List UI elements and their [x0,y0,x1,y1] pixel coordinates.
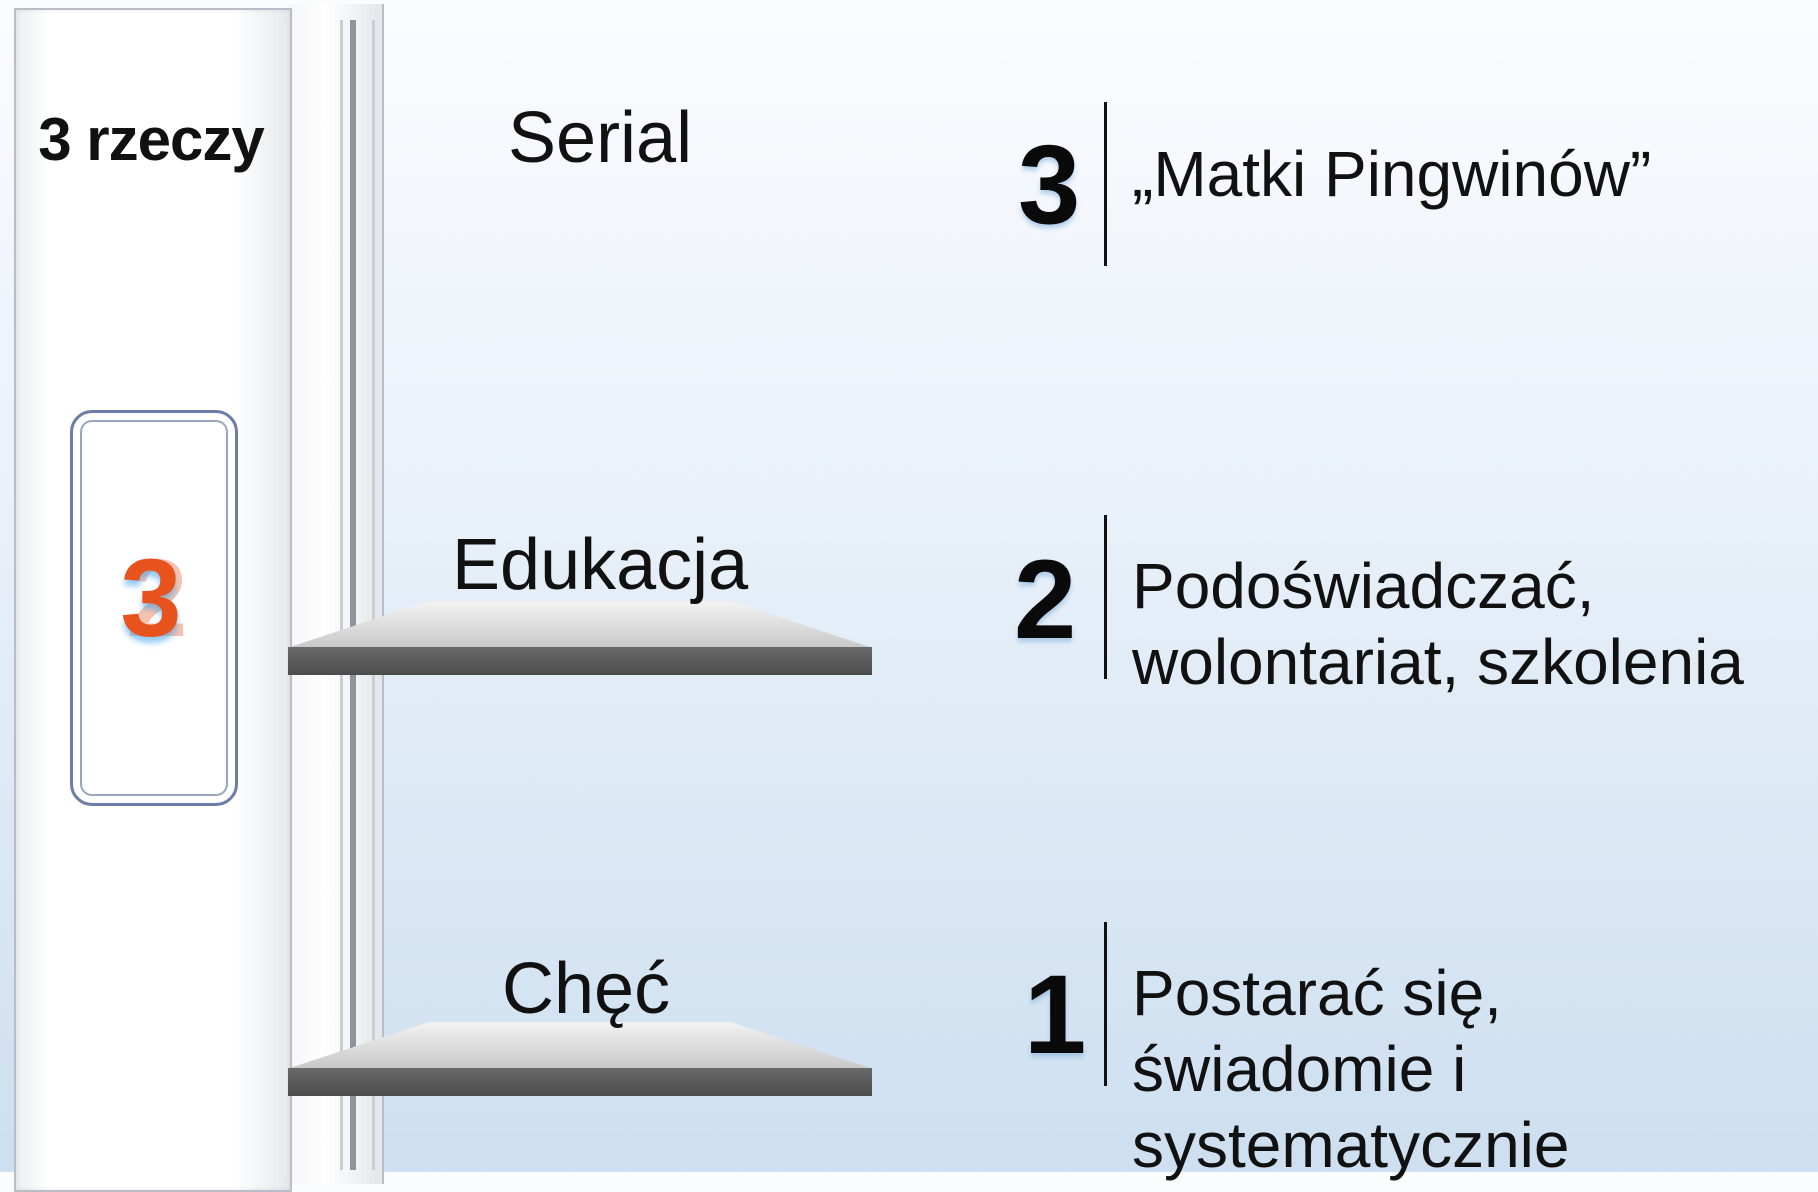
panel-side [288,4,384,1184]
counter-number: 3 [120,537,182,660]
row-text: Postarać się, świadomie i systematycznie [1132,957,1570,1181]
row-text: Podoświadczać, wolontariat, szkolenia [1132,550,1744,698]
panel-label: 3 rzeczy [38,106,265,173]
category-label-serial: Serial [508,98,693,178]
row-number: 3 [1018,122,1081,247]
row-number: 1 [1024,952,1087,1077]
row-divider [1104,515,1107,679]
category-label-edukacja: Edukacja [452,525,749,605]
row-text: „Matki Pingwinów” [1132,138,1652,210]
panel-rail [350,20,356,1170]
category-label-chec: Chęć [502,949,671,1029]
slide-title-cropped [560,0,1260,34]
row-divider [1104,922,1107,1086]
panel-rail [340,20,343,1170]
panel-rail [372,20,375,1170]
row-divider [1104,102,1107,266]
shelf-edge [288,647,872,675]
counter-ghost-number: 2 [126,537,188,660]
shelf-edge [288,1068,872,1096]
counter-frame [70,410,238,806]
row-number: 2 [1014,537,1077,662]
